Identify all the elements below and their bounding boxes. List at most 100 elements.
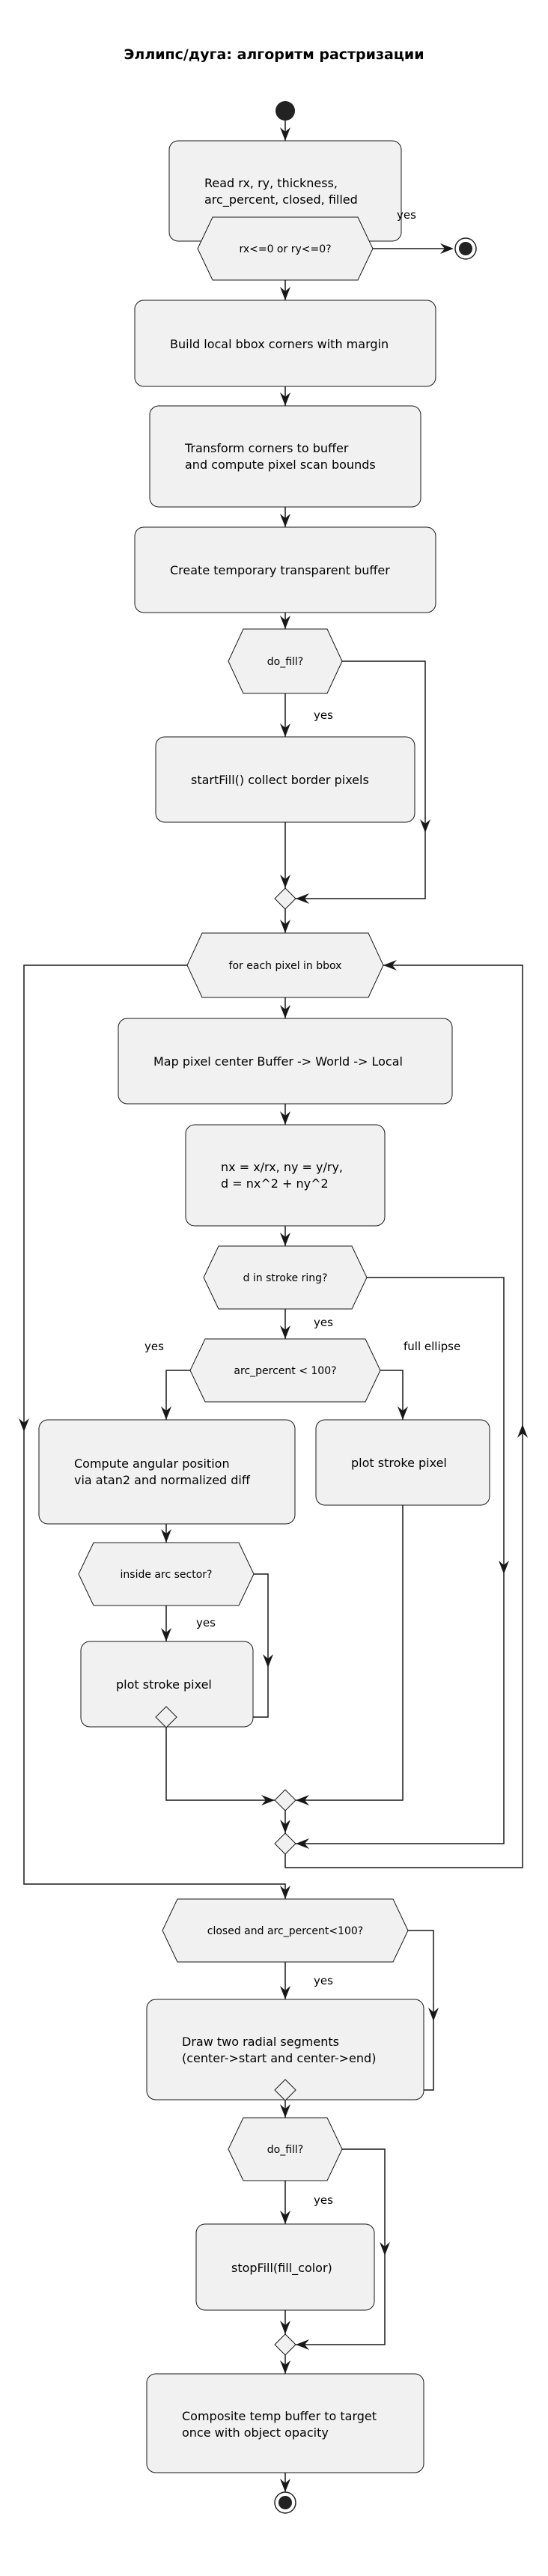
- diagram-title: Эллипс/дуга: алгоритм растризации: [124, 46, 424, 63]
- arrow-sector-bypass-down: [263, 1654, 273, 1668]
- action-transform-line-1: Transform corners to buffer: [184, 441, 349, 455]
- arrow-plotfull: [398, 1406, 408, 1420]
- decision-loop-label: for each pixel in bbox: [229, 960, 342, 972]
- arrow-fill2-bypass-down: [380, 2242, 390, 2255]
- arrow-fill1-bypass-down: [420, 819, 430, 833]
- svg-text:nx = x/rx, ny = y/ry, d: nx = x/rx, ny = y/ry, d = nx^2 + ny^2: [221, 1160, 347, 1191]
- action-composite-line-2: once with object opacity: [182, 2425, 329, 2440]
- arrow-arc: [280, 1325, 290, 1339]
- action-angular-line-1: Compute angular position: [74, 1456, 230, 1471]
- arrow-angular: [161, 1406, 171, 1420]
- edge-loop-back: [284, 965, 523, 1868]
- edge-arc-full-plot: [380, 1370, 404, 1420]
- label-closed-yes: yes: [314, 1974, 333, 1987]
- arrow-ring-no-down: [499, 1561, 509, 1574]
- arrow-end: [280, 2479, 290, 2492]
- decision-fill1-label: do_fill?: [267, 656, 303, 668]
- action-composite: Composite temp buffer to target once wit…: [146, 2373, 424, 2473]
- arrow-merge3-left: [261, 1795, 275, 1805]
- action-plotarc-line-1: plot stroke pixel: [116, 1677, 212, 1692]
- merge-diamond-6: [274, 2333, 296, 2356]
- arrow-loop-back-up: [517, 1424, 528, 1438]
- svg-text:plot stroke pixel: plot stroke pixel: [116, 1677, 212, 1692]
- stop-node: [454, 237, 477, 260]
- arrow-closed-bypass-down: [428, 2008, 439, 2021]
- action-start-fill: startFill() collect border pixels: [155, 736, 415, 823]
- decision-inside-sector: inside arc sector?: [78, 1542, 255, 1606]
- action-map-line-1: Map pixel center Buffer -> World -> Loca…: [153, 1054, 403, 1069]
- action-build-bbox: Build local bbox corners with margin: [134, 300, 436, 387]
- svg-text:Read rx, ry, thickness,: Read rx, ry, thickness, arc_percent, clo…: [204, 176, 358, 207]
- svg-text:Composite temp buffer to targe: Composite temp buffer to target once wit…: [182, 2409, 380, 2440]
- merge-diamond-3: [274, 1789, 296, 1811]
- start-node: [275, 101, 295, 121]
- arrow-startfill: [280, 723, 290, 737]
- arrow-merge4-top: [280, 1820, 290, 1833]
- decision-fill2-label: do_fill?: [267, 2144, 303, 2156]
- arrow-radial: [280, 1986, 290, 1999]
- edge-plotfull-merge3: [296, 1505, 404, 1801]
- arrow-read: [280, 127, 290, 141]
- action-composite-line-1: Composite temp buffer to target: [182, 2409, 377, 2423]
- decision-arc-percent: arc_percent < 100?: [189, 1338, 381, 1403]
- action-norm-line-2: d = nx^2 + ny^2: [221, 1176, 329, 1191]
- action-compute-angular: Compute angular position via atan2 and n…: [38, 1419, 296, 1525]
- edge-merge2-merge3: [165, 1728, 275, 1801]
- label-arc-yes: yes: [144, 1340, 164, 1353]
- svg-text:Build local bbox corners with: Build local bbox corners with margin: [170, 337, 389, 351]
- decision-closed-label: closed and arc_percent<100?: [207, 1925, 363, 1937]
- arrow-stop: [440, 243, 454, 254]
- arrow-fill1: [280, 616, 290, 629]
- edge-fill1-no-bypass: [296, 660, 426, 899]
- edge-loop-exit: [23, 965, 286, 1899]
- action-plot-stroke-arc: plot stroke pixel: [80, 1641, 254, 1728]
- action-radial-line-2: (center->start and center->end): [182, 2051, 376, 2065]
- action-plotfull-line-1: plot stroke pixel: [351, 1456, 447, 1470]
- svg-text:Transform corners to buffer: Transform corners to buffer and compute …: [184, 441, 376, 472]
- action-norm-line-1: nx = x/rx, ny = y/ry,: [221, 1160, 343, 1174]
- arrow-fill2: [280, 2104, 290, 2118]
- decision-loop-each-pixel: for each pixel in bbox: [186, 932, 384, 998]
- decision-stroke-ring: d in stroke ring?: [203, 1245, 368, 1310]
- decision-invalid-radii: rx<=0 or ry<=0?: [197, 216, 374, 281]
- arrow-merge1-left: [296, 893, 309, 904]
- arrow-plotarc: [161, 1628, 171, 1641]
- label-arc-full: full ellipse: [404, 1340, 460, 1353]
- action-normalize: nx = x/rx, ny = y/ry, d = nx^2 + ny^2: [185, 1124, 386, 1227]
- decision-do-fill-1: do_fill?: [228, 628, 343, 694]
- arrow-transform: [280, 392, 290, 406]
- arrow-norm: [280, 1111, 290, 1125]
- decision-ring-label: d in stroke ring?: [243, 1272, 328, 1284]
- action-stop-fill: stopFill(fill_color): [195, 2223, 375, 2311]
- merge-diamond-1: [274, 887, 296, 910]
- decision-sector-label: inside arc sector?: [121, 1569, 213, 1581]
- label-fill2-yes: yes: [314, 2193, 333, 2207]
- decision-invalid-label: rx<=0 or ry<=0?: [239, 243, 331, 255]
- arrow-loop-top: [280, 920, 290, 933]
- arrow-stopfill: [280, 2211, 290, 2224]
- action-read-params: Read rx, ry, thickness, arc_percent, clo…: [168, 140, 402, 242]
- label-fill1-yes: yes: [314, 708, 333, 722]
- action-radial-segments: Draw two radial segments (center->start …: [146, 1999, 424, 2100]
- action-bbox-line-1: Build local bbox corners with margin: [170, 337, 389, 351]
- arrow-map: [280, 1005, 290, 1018]
- arrow-temp: [280, 514, 290, 527]
- decision-arc-label: arc_percent < 100?: [234, 1365, 336, 1377]
- action-stopfill-line-1: stopFill(fill_color): [231, 2261, 332, 2276]
- svg-text:startFill() collect border pix: startFill() collect border pixels: [191, 773, 369, 787]
- svg-text:stopFill(fill_color): stopFill(fill_color): [231, 2261, 332, 2276]
- arrow-closed: [280, 1886, 290, 1899]
- svg-text:plot stroke pixel: plot stroke pixel: [351, 1456, 447, 1470]
- arrow-sector: [161, 1529, 171, 1543]
- arrow-merge4-right: [296, 1838, 309, 1849]
- arrow-merge3-right: [296, 1795, 309, 1805]
- arrow-merge6-top: [280, 2321, 290, 2334]
- arrow-loop-back-left: [383, 960, 397, 970]
- svg-text:Draw two radial segments: Draw two radial segments (center->start …: [182, 2035, 376, 2065]
- action-plot-stroke-full: plot stroke pixel: [315, 1419, 490, 1506]
- action-temp-line-1: Create temporary transparent buffer: [170, 563, 390, 577]
- label-invalid-yes: yes: [397, 208, 416, 222]
- arrow-loop-exit-down: [19, 1418, 29, 1432]
- action-transform-corners: Transform corners to buffer and compute …: [149, 405, 421, 508]
